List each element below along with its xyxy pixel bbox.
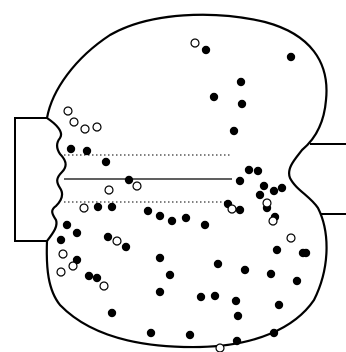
filled-dot xyxy=(156,254,164,262)
filled-dot xyxy=(278,184,286,192)
open-dot xyxy=(269,217,277,225)
filled-dot xyxy=(182,214,190,222)
filled-dot xyxy=(245,166,253,174)
open-dot xyxy=(69,262,77,270)
filled-dot xyxy=(73,229,81,237)
filled-dot xyxy=(254,167,262,175)
left-clamp-bracket xyxy=(15,118,47,241)
open-dot xyxy=(133,182,141,190)
open-dot xyxy=(263,199,271,207)
open-dot xyxy=(191,39,199,47)
filled-dot xyxy=(287,53,295,61)
filled-dot xyxy=(237,78,245,86)
open-dot xyxy=(57,268,65,276)
filled-dot xyxy=(125,176,133,184)
filled-dot xyxy=(236,177,244,185)
filled-dot xyxy=(233,337,241,345)
filled-dot xyxy=(214,260,222,268)
filled-dot xyxy=(156,288,164,296)
filled-dot xyxy=(57,236,65,244)
filled-dot xyxy=(210,93,218,101)
filled-dot xyxy=(144,207,152,215)
filled-dot xyxy=(156,212,164,220)
filled-dot xyxy=(122,243,130,251)
filled-dot xyxy=(93,274,101,282)
filled-dot xyxy=(234,312,242,320)
filled-dot xyxy=(232,297,240,305)
open-dot xyxy=(228,205,236,213)
filled-dot xyxy=(104,233,112,241)
filled-dot xyxy=(197,293,205,301)
filled-dot xyxy=(293,277,301,285)
filled-dot xyxy=(273,246,281,254)
filled-dot xyxy=(85,272,93,280)
filled-dot xyxy=(230,127,238,135)
body-outline xyxy=(47,15,327,347)
filled-dot xyxy=(302,249,310,257)
filled-dot xyxy=(83,147,91,155)
filled-dot xyxy=(63,221,71,229)
open-dot xyxy=(100,282,108,290)
filled-dot xyxy=(202,46,210,54)
filled-dot xyxy=(267,270,275,278)
filled-dot xyxy=(241,266,249,274)
open-dot xyxy=(113,237,121,245)
open-dot xyxy=(70,118,78,126)
filled-dot xyxy=(236,206,244,214)
filled-dot xyxy=(168,217,176,225)
filled-dot xyxy=(94,203,102,211)
filled-dot xyxy=(147,329,155,337)
filled-dot xyxy=(270,187,278,195)
filled-dot xyxy=(260,182,268,190)
filled-dot xyxy=(186,331,194,339)
open-dot xyxy=(80,204,88,212)
filled-dot xyxy=(166,271,174,279)
open-dot xyxy=(81,125,89,133)
open-dot xyxy=(59,250,67,258)
open-dot xyxy=(287,234,295,242)
filled-dot xyxy=(67,145,75,153)
filled-dot xyxy=(201,221,209,229)
filled-dot xyxy=(108,203,116,211)
filled-dot xyxy=(275,301,283,309)
open-dot xyxy=(105,186,113,194)
filled-dot xyxy=(102,158,110,166)
open-dot xyxy=(93,123,101,131)
filled-dot xyxy=(238,100,246,108)
open-dot xyxy=(216,344,224,352)
open-dot xyxy=(64,107,72,115)
filled-dot xyxy=(108,309,116,317)
filled-dot xyxy=(211,292,219,300)
filled-dot xyxy=(256,191,264,199)
filled-dot xyxy=(270,329,278,337)
